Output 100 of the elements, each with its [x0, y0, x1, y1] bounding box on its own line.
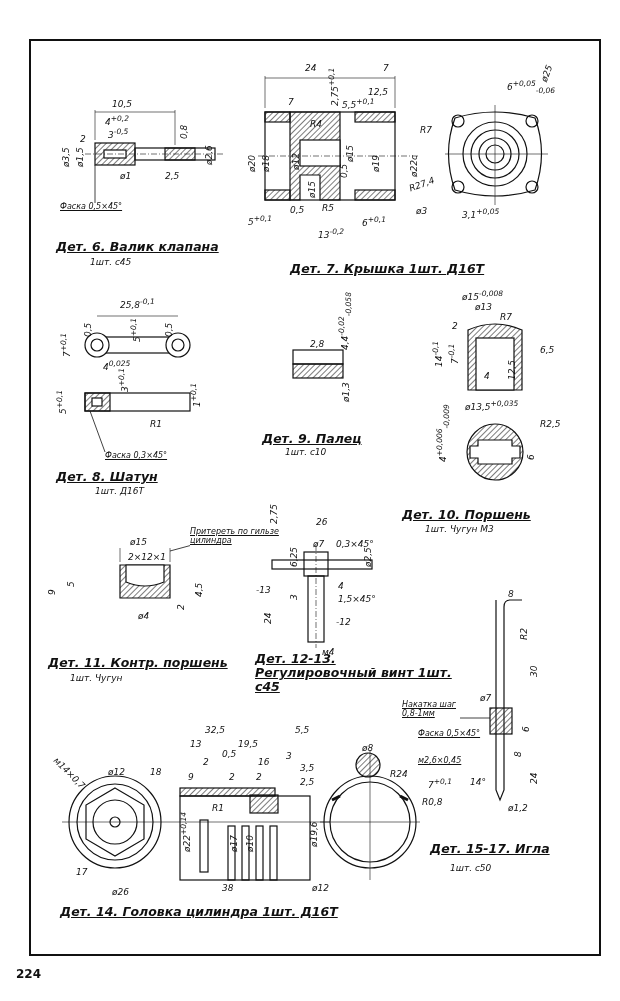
dimension-text: 6 — [522, 726, 532, 732]
dimension-text: 0,5 — [340, 163, 350, 178]
dimension-text: 2 — [203, 758, 209, 768]
dimension-text: 3 — [286, 752, 292, 762]
dimension-text: 1шт. Чугун М3 — [425, 525, 494, 535]
dimension-text: 18 — [150, 768, 162, 778]
dimension-text: 2,5 — [300, 778, 315, 788]
dimension-text: 2,8 — [310, 340, 325, 350]
dimension-text: R0,8 — [422, 798, 443, 808]
dimension-text: 6,25 — [290, 546, 300, 567]
dimension-text: R24 — [390, 770, 408, 780]
dimension-text: 1шт. с50 — [450, 864, 492, 874]
dimension-text: 5,5 — [295, 726, 310, 736]
dimension-text: 13$^{-0,2}$ — [318, 228, 345, 241]
dimension-text: 2 — [229, 773, 235, 783]
dimension-text: 2 — [177, 604, 187, 610]
dimension-text: 5$^{+0,1}$ — [248, 215, 272, 228]
dimension-text: ø1,2 — [508, 804, 528, 814]
dimension-text: 0,5 — [165, 322, 175, 337]
note-text: Накатка шаг 0,8-1мм — [402, 701, 460, 719]
note-text: Фаска 0,5×45° — [418, 730, 481, 739]
dimension-text: ø8 — [362, 744, 374, 754]
dimension-text: 3 — [290, 594, 300, 600]
dimension-text: 7 — [383, 64, 389, 74]
dimension-text: 0,5 — [222, 750, 237, 760]
part-caption: Дет. 7. Крышка 1шт. Д16Т — [290, 262, 485, 276]
dimension-text: ø13 — [475, 303, 492, 313]
dimension-text: ø13,5$^{+0,035}$ — [465, 400, 519, 413]
dimension-text: ø12 — [108, 768, 125, 778]
dimension-text: ø15 — [130, 538, 147, 548]
dimension-text: ø7 — [313, 540, 325, 550]
dimension-text: ø17 — [230, 835, 240, 852]
dimension-text: ø22с — [410, 155, 420, 177]
connecting-rod-drawing — [84, 315, 191, 412]
dimension-text: 26 — [316, 518, 328, 528]
dimension-text: 7$^{+0,1}$ — [428, 778, 452, 791]
dimension-text: R5 — [322, 204, 334, 214]
dimension-text: R7 — [420, 126, 432, 136]
dimension-text: -12 — [336, 618, 351, 628]
dimension-text: ø20 — [248, 155, 258, 172]
dimension-text: 24 — [305, 64, 317, 74]
dimension-text: 2 — [256, 773, 262, 783]
dimension-text: 14° — [470, 778, 486, 788]
dimension-text: 5 — [67, 581, 77, 587]
dimension-text: ø3 — [416, 207, 428, 217]
dimension-text: ø15 — [346, 145, 356, 162]
leader-line — [169, 545, 191, 552]
part-caption: Дет. 15-17. Игла — [430, 842, 550, 856]
dimension-text: 0,5 — [290, 206, 305, 216]
dimension-text: ø18 — [262, 155, 272, 172]
dimension-text: R7 — [500, 313, 512, 323]
dimension-text: 8 — [514, 751, 524, 757]
dimension-text: 0,5 — [84, 322, 94, 337]
part-caption: Дет. 10. Поршень — [402, 508, 531, 522]
valve-shaft-drawing — [84, 109, 226, 166]
dimension-text: ø15$^{-0,008}$ — [462, 290, 504, 303]
dimension-text: 17 — [76, 868, 88, 878]
note-text: Притереть по гильзе цилиндра — [190, 528, 285, 546]
dimension-text: ø4 — [138, 612, 150, 622]
leader-line — [459, 717, 491, 719]
dimension-text: 4 — [338, 582, 344, 592]
dimension-text: 38 — [222, 884, 234, 894]
dimension-text: 19,5 — [238, 740, 259, 750]
part-caption: Дет. 11. Контр. поршень — [48, 656, 228, 670]
dimension-text: 9 — [48, 589, 58, 595]
control-piston-drawing — [119, 547, 171, 599]
dimension-text: 1шт. Д16Т — [95, 487, 144, 497]
dimension-text: ø1,3 — [342, 382, 352, 402]
note-text: Фаска 0,3×45° — [105, 452, 195, 461]
dimension-text: 13 — [190, 740, 202, 750]
dimension-text: ø19,6 — [310, 821, 320, 847]
dimension-text: R1 — [150, 420, 162, 430]
dimension-text: R2 — [520, 628, 530, 640]
dimension-text: 30 — [530, 665, 540, 677]
dimension-text: 6 — [527, 454, 537, 460]
note-text: м2,6×0,45 — [418, 757, 462, 766]
dimension-text: 6$^{+0,1}$ — [362, 216, 386, 229]
dimension-text: 12,5 — [508, 359, 518, 380]
dimension-text: 2×12×1 — [128, 553, 166, 563]
dimension-text: 4 — [484, 372, 490, 382]
dimension-text: ø2,6 — [205, 145, 215, 165]
page-number: 224 — [16, 968, 42, 982]
dimension-text: ø7 — [480, 694, 492, 704]
dimension-text: ø1 — [120, 172, 132, 182]
dimension-text: R2,5 — [540, 420, 561, 430]
dimension-text: 24 — [530, 772, 540, 784]
dimension-text: 32,5 — [205, 726, 226, 736]
leader-line — [89, 410, 106, 453]
part-caption: Дет. 8. Шатун — [56, 470, 158, 484]
dimension-text: 4,5 — [195, 582, 205, 597]
dimension-text: 2 — [80, 135, 86, 145]
dimension-text: 1,5×45° — [338, 595, 376, 605]
dimension-text: 9 — [188, 773, 194, 783]
dimension-text: ø12 — [292, 153, 302, 170]
dimension-text: 16 — [258, 758, 270, 768]
dimension-text: 7 — [288, 98, 294, 108]
dimension-text: 6,5 — [540, 346, 555, 356]
dimension-text: 3,1$^{+0,05}$ — [462, 208, 500, 221]
dimension-text: 24 — [264, 612, 274, 624]
part-caption: Дет. 14. Головка цилиндра 1шт. Д16Т — [60, 905, 338, 919]
